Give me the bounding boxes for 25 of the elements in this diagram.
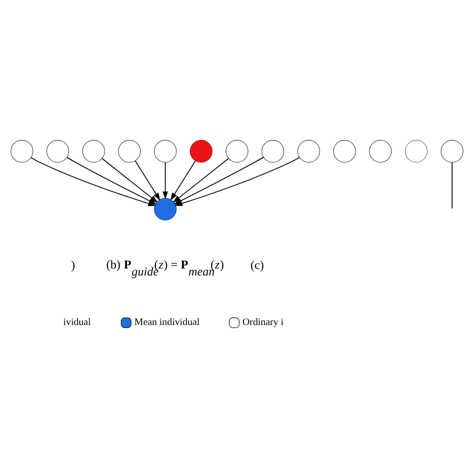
node-circle [46, 140, 70, 163]
label: ) [70, 258, 76, 272]
label: (c) [250, 258, 264, 272]
legend-label: Ordinary i [242, 317, 284, 328]
node-circle [404, 140, 428, 163]
arrow [162, 162, 168, 200]
node-circle [154, 198, 177, 220]
arrow [134, 160, 160, 201]
arrow [170, 160, 196, 201]
legend-label: ividual [63, 317, 91, 328]
node-circle [440, 140, 464, 163]
node-circle [118, 140, 141, 163]
node-circle [226, 140, 248, 163]
arrow [102, 158, 158, 203]
node-circle [10, 140, 34, 163]
node-circle [154, 140, 177, 163]
node-circle [297, 140, 320, 163]
legend-label: Mean individual [134, 317, 200, 328]
connector [452, 162, 453, 209]
node-circle [190, 140, 212, 163]
node-circle [333, 140, 356, 163]
node-circle [262, 140, 284, 163]
arrow [66, 157, 157, 204]
node-circle [82, 140, 105, 163]
node-circle [369, 140, 392, 163]
